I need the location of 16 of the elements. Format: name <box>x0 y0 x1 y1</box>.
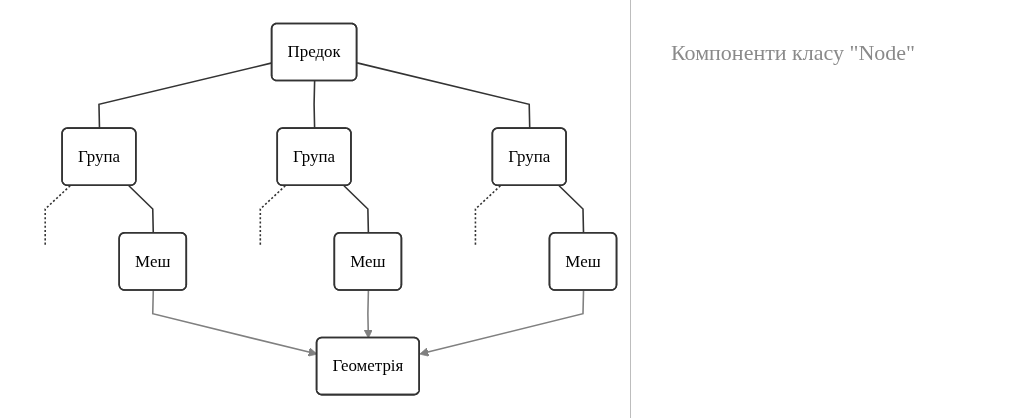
connector-line <box>356 62 531 130</box>
connector-line <box>259 184 287 247</box>
connector-line <box>313 80 316 130</box>
rounded-box: Предок <box>270 22 358 82</box>
rounded-box: Геометрія <box>315 336 420 396</box>
arrow <box>419 289 585 357</box>
connector-line <box>44 184 71 247</box>
rounded-box: Група <box>276 127 352 186</box>
connector-line <box>474 184 502 247</box>
rounded-box: Меш <box>333 232 403 291</box>
arrow <box>363 289 373 339</box>
rounded-box: Меш <box>548 232 618 291</box>
rounded-box: Група <box>61 127 137 186</box>
rounded-box: Меш <box>118 232 188 291</box>
rounded-box: Група <box>491 127 567 186</box>
section-heading: Компоненти класу "Node" <box>671 40 916 66</box>
